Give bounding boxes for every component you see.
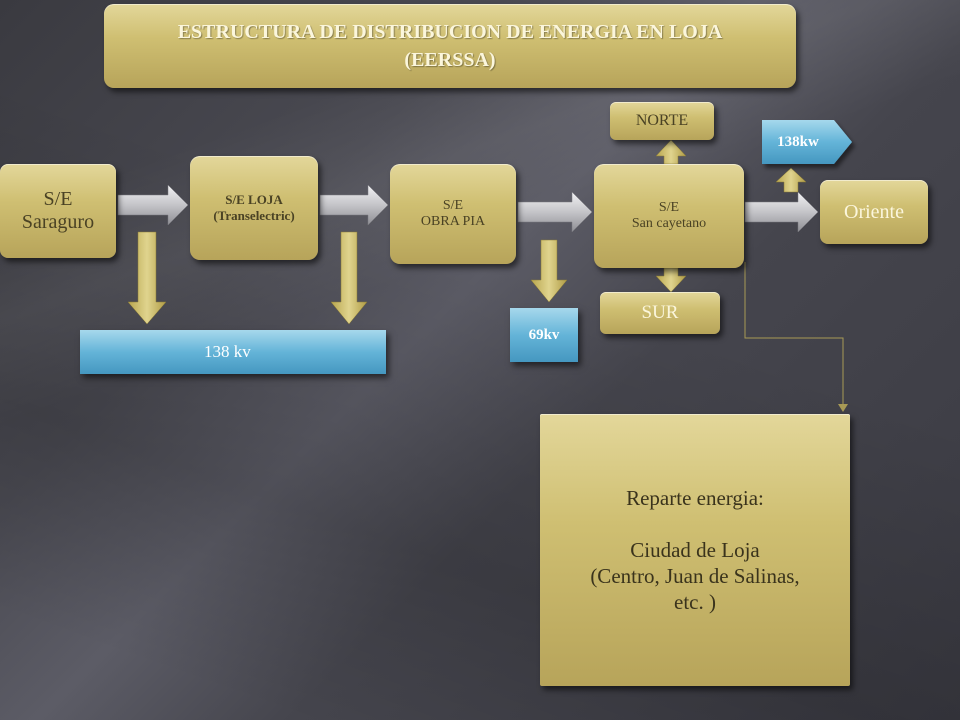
- kv138-text: 138 kv: [204, 342, 251, 361]
- kv69-text: 69kv: [528, 326, 560, 343]
- obra-pia-line2: OBRA PIA: [420, 214, 486, 229]
- connector-arrowhead: [838, 404, 848, 412]
- info-line1: Reparte energia:: [626, 486, 764, 510]
- node-loja: S/E LOJA (Transelectric): [190, 156, 318, 260]
- saraguro-line1: S/E: [43, 188, 73, 210]
- info-line3: (Centro, Juan de Salinas,: [590, 564, 800, 588]
- arrow-loja-138kv: [330, 231, 368, 325]
- arrow-saraguro-loja: [117, 184, 189, 226]
- arrow-saraguro-138kv: [127, 231, 167, 325]
- node-saraguro: S/E Saraguro: [0, 164, 116, 258]
- label-138kv: 138 kv: [80, 330, 386, 374]
- node-sur: SUR: [600, 292, 720, 334]
- arrow-loja-obrapia: [319, 184, 389, 226]
- obra-pia-line1: S/E: [442, 198, 464, 213]
- connector-sancayetano-info: [744, 262, 844, 410]
- node-san-cayetano: S/E San cayetano: [594, 164, 744, 268]
- label-69kv: 69kv: [510, 308, 578, 362]
- label-138kw: 138kw: [762, 120, 834, 164]
- loja-line1: S/E LOJA: [225, 192, 283, 207]
- arrow-sancayetano-sur: [655, 267, 687, 293]
- sur-label: SUR: [641, 302, 679, 323]
- arrow-sancayetano-norte: [655, 139, 687, 165]
- info-line4: etc. ): [674, 590, 716, 614]
- info-line2: Ciudad de Loja: [630, 538, 760, 562]
- arrow-obrapia-sancayetano: [517, 191, 593, 233]
- diagram-title: ESTRUCTURA DE DISTRIBUCION DE ENERGIA EN…: [104, 4, 796, 88]
- arrow-sancayetano-oriente: [744, 191, 819, 233]
- node-oriente: Oriente: [820, 180, 928, 244]
- title-text: ESTRUCTURA DE DISTRIBUCION DE ENERGIA EN…: [177, 21, 723, 71]
- norte-label: NORTE: [635, 112, 689, 129]
- saraguro-line2: Saraguro: [21, 211, 95, 233]
- arrow-oriente-138kw: [775, 167, 807, 193]
- oriente-label: Oriente: [844, 200, 904, 223]
- info-box: Reparte energia: Ciudad de Loja (Centro,…: [540, 414, 850, 686]
- loja-line2: (Transelectric): [213, 208, 295, 223]
- arrow-obrapia-69kv: [530, 239, 568, 303]
- kw138-text: 138kw: [777, 133, 819, 150]
- node-obra-pia: S/E OBRA PIA: [390, 164, 516, 264]
- san-cayetano-line1: S/E: [658, 200, 680, 215]
- node-norte: NORTE: [610, 102, 714, 140]
- san-cayetano-line2: San cayetano: [631, 216, 707, 231]
